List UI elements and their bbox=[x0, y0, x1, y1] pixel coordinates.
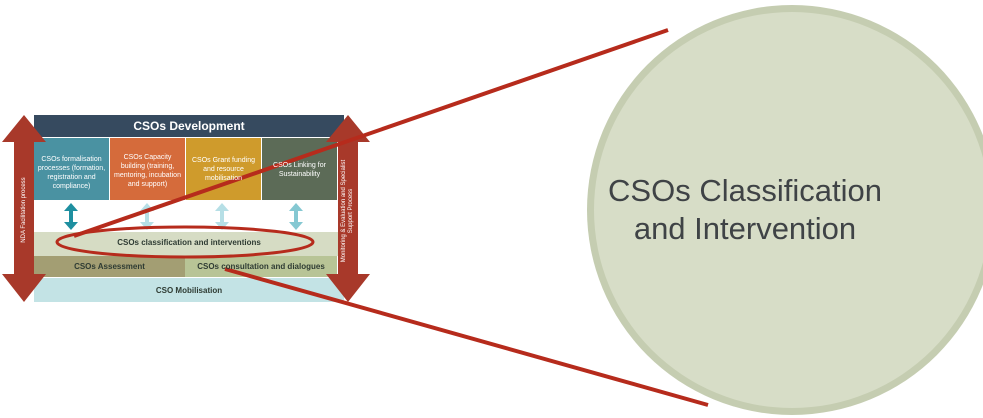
top-bar bbox=[34, 115, 344, 137]
mobilisation-label: CSO Mobilisation bbox=[155, 286, 223, 295]
zoom-title: CSOs Classification and Intervention bbox=[608, 173, 882, 246]
box-capacity-label: CSOs Capacity building (training, mentor… bbox=[114, 154, 181, 188]
zoom-line-top bbox=[73, 28, 669, 238]
zoom-line-bottom bbox=[224, 267, 709, 407]
assessment-label: CSOs Assessment bbox=[74, 262, 145, 271]
box-linking-label: CSOs Linking for Sustainability bbox=[273, 162, 326, 178]
box-grant-label: CSOs Grant funding and resource mobilisa… bbox=[191, 157, 256, 182]
box-formalisation-label: CSOs formalisation processes (formation,… bbox=[37, 156, 106, 190]
zoom-circle-inner bbox=[594, 12, 983, 408]
box-grant bbox=[186, 138, 261, 200]
right-side-label: Monitoring & Evaluation and Specialist S… bbox=[341, 159, 354, 263]
box-capacity bbox=[110, 138, 185, 200]
consultation-bar bbox=[185, 256, 337, 277]
double-arrow-4 bbox=[289, 203, 303, 230]
double-arrow-3 bbox=[215, 203, 229, 230]
classification-label: CSOs classification and interventions bbox=[117, 238, 261, 247]
double-arrow-1 bbox=[64, 203, 78, 230]
consultation-label: CSOs consultation and dialogues bbox=[197, 262, 325, 271]
assessment-bar bbox=[34, 256, 185, 277]
right-double-arrow bbox=[326, 115, 370, 302]
top-bar-label: CSOs Development bbox=[133, 119, 245, 133]
highlight-ellipse bbox=[55, 225, 315, 259]
left-double-arrow bbox=[2, 115, 46, 302]
box-formalisation bbox=[34, 138, 109, 200]
left-side-label: NDA Facilitation process bbox=[21, 177, 27, 243]
